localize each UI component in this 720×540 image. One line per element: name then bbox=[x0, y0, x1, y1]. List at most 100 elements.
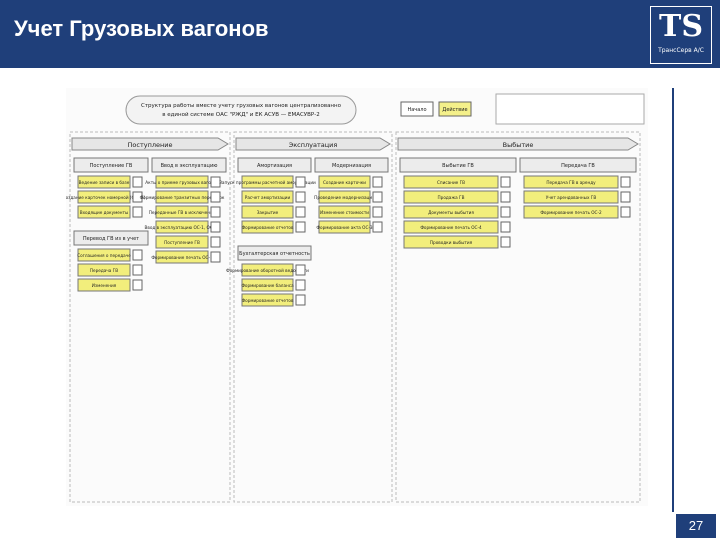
process-step-label: Формирование отчетов bbox=[242, 298, 294, 303]
document-icon bbox=[620, 191, 631, 203]
section-header bbox=[73, 157, 149, 173]
process-step bbox=[523, 205, 619, 219]
process-step bbox=[318, 220, 371, 234]
diagram-canvas: Структура работы вместе учету грузовых в… bbox=[63, 93, 645, 503]
document-icon bbox=[500, 191, 511, 203]
process-step-label: Формирование транзитных перевозок bbox=[140, 195, 225, 200]
document-icon bbox=[210, 221, 221, 233]
phase-frame bbox=[395, 131, 641, 503]
document-icon bbox=[132, 249, 143, 261]
process-step bbox=[77, 205, 131, 219]
document-icon bbox=[132, 206, 143, 218]
page-number: 27 bbox=[676, 514, 716, 538]
company-logo: TS ТрансСерв А/С bbox=[650, 6, 712, 64]
legend-label: Начало bbox=[407, 107, 426, 113]
document-icon bbox=[295, 191, 306, 203]
diagram-title-line: Структура работы вместе учету грузовых в… bbox=[141, 103, 342, 109]
document-icon bbox=[295, 206, 306, 218]
phase-label: Выбытие bbox=[503, 141, 534, 149]
process-step bbox=[241, 263, 294, 277]
process-step bbox=[403, 175, 499, 189]
legend-swatch bbox=[400, 101, 434, 117]
section-header-label: Модернизация bbox=[332, 163, 371, 169]
section-header-label: Амортизация bbox=[257, 163, 292, 169]
process-step bbox=[403, 205, 499, 219]
process-step-label: Формирование отчетов bbox=[242, 225, 294, 230]
process-step-label: Формирование баланса bbox=[241, 283, 294, 288]
process-step bbox=[77, 190, 131, 204]
document-icon bbox=[295, 176, 306, 188]
process-step bbox=[155, 220, 209, 234]
phase-frame bbox=[69, 131, 231, 503]
section-header bbox=[237, 245, 312, 261]
process-step bbox=[155, 175, 209, 189]
process-step-label: Продажа ГВ bbox=[438, 195, 465, 200]
document-icon bbox=[210, 176, 221, 188]
process-step bbox=[241, 293, 294, 307]
process-step-label: Изменения bbox=[92, 283, 117, 288]
document-icon bbox=[210, 236, 221, 248]
process-step bbox=[241, 175, 294, 189]
slide-header: Учет Грузовых вагонов TS ТрансСерв А/С bbox=[0, 0, 720, 68]
process-step-label: Проводки выбытия bbox=[430, 240, 473, 245]
document-icon bbox=[210, 206, 221, 218]
process-step-label: Расчет амортизации bbox=[245, 195, 291, 200]
process-step bbox=[241, 220, 294, 234]
section-header bbox=[237, 157, 312, 173]
process-step-label: Списание ГВ bbox=[437, 180, 465, 185]
document-icon bbox=[620, 176, 631, 188]
phase-arrow bbox=[71, 137, 229, 151]
process-step bbox=[155, 250, 209, 264]
process-step bbox=[318, 190, 371, 204]
document-icon bbox=[132, 176, 143, 188]
process-step-label: Ведение записи в базе bbox=[79, 180, 130, 185]
process-step-label: Поступление ГВ bbox=[164, 240, 200, 245]
phase-frame bbox=[233, 131, 393, 503]
process-step bbox=[241, 278, 294, 292]
legend-label: Действие bbox=[442, 106, 467, 113]
process-step-label: Закрытие bbox=[257, 210, 279, 215]
process-step-label: Изменение стоимости bbox=[320, 210, 369, 215]
process-step-label: Ввод в эксплуатацию ОС-1, ОС-1б bbox=[145, 225, 220, 230]
logo-mark: TS bbox=[659, 9, 703, 44]
process-step bbox=[318, 175, 371, 189]
section-header bbox=[151, 157, 227, 173]
process-step bbox=[403, 220, 499, 234]
process-step-label: Создание карточки bbox=[323, 180, 366, 185]
process-step-label: Формирование печать ОС-4 bbox=[420, 225, 482, 230]
process-step-label: Переданные ГВ в исключение bbox=[149, 210, 216, 215]
process-step bbox=[403, 190, 499, 204]
diagram-title-box bbox=[125, 95, 357, 125]
process-step bbox=[523, 190, 619, 204]
document-icon bbox=[500, 206, 511, 218]
document-icon bbox=[372, 191, 383, 203]
process-step bbox=[155, 190, 209, 204]
section-header bbox=[314, 157, 389, 173]
section-header-label: Передача ГВ bbox=[561, 163, 595, 169]
section-header bbox=[519, 157, 637, 173]
document-icon bbox=[500, 176, 511, 188]
process-step bbox=[77, 278, 131, 292]
process-step-label: Соглашения о передаче bbox=[77, 253, 131, 258]
section-header bbox=[399, 157, 517, 173]
document-icon bbox=[295, 279, 306, 291]
phase-arrow bbox=[397, 137, 639, 151]
section-header-label: Выбытие ГВ bbox=[442, 163, 474, 169]
process-diagram: Структура работы вместе учету грузовых в… bbox=[63, 88, 648, 506]
process-step-label: Формирование акта ОС-3 bbox=[316, 225, 372, 230]
process-step-label: Учет арендованных ГВ bbox=[546, 195, 597, 200]
phase-arrow bbox=[235, 137, 391, 151]
process-step bbox=[155, 235, 209, 249]
document-icon bbox=[210, 191, 221, 203]
process-step-label: Формирование оборотной ведомости bbox=[226, 268, 309, 273]
phase-label: Эксплуатация bbox=[289, 141, 338, 149]
process-step bbox=[241, 190, 294, 204]
logo-text: ТрансСерв А/С bbox=[658, 47, 704, 54]
process-step-label: Документы выбытия bbox=[428, 210, 474, 215]
legend-figure-box bbox=[495, 93, 645, 125]
document-icon bbox=[132, 191, 143, 203]
process-step bbox=[523, 175, 619, 189]
legend-swatch bbox=[438, 101, 472, 117]
document-icon bbox=[295, 294, 306, 306]
document-icon bbox=[500, 221, 511, 233]
